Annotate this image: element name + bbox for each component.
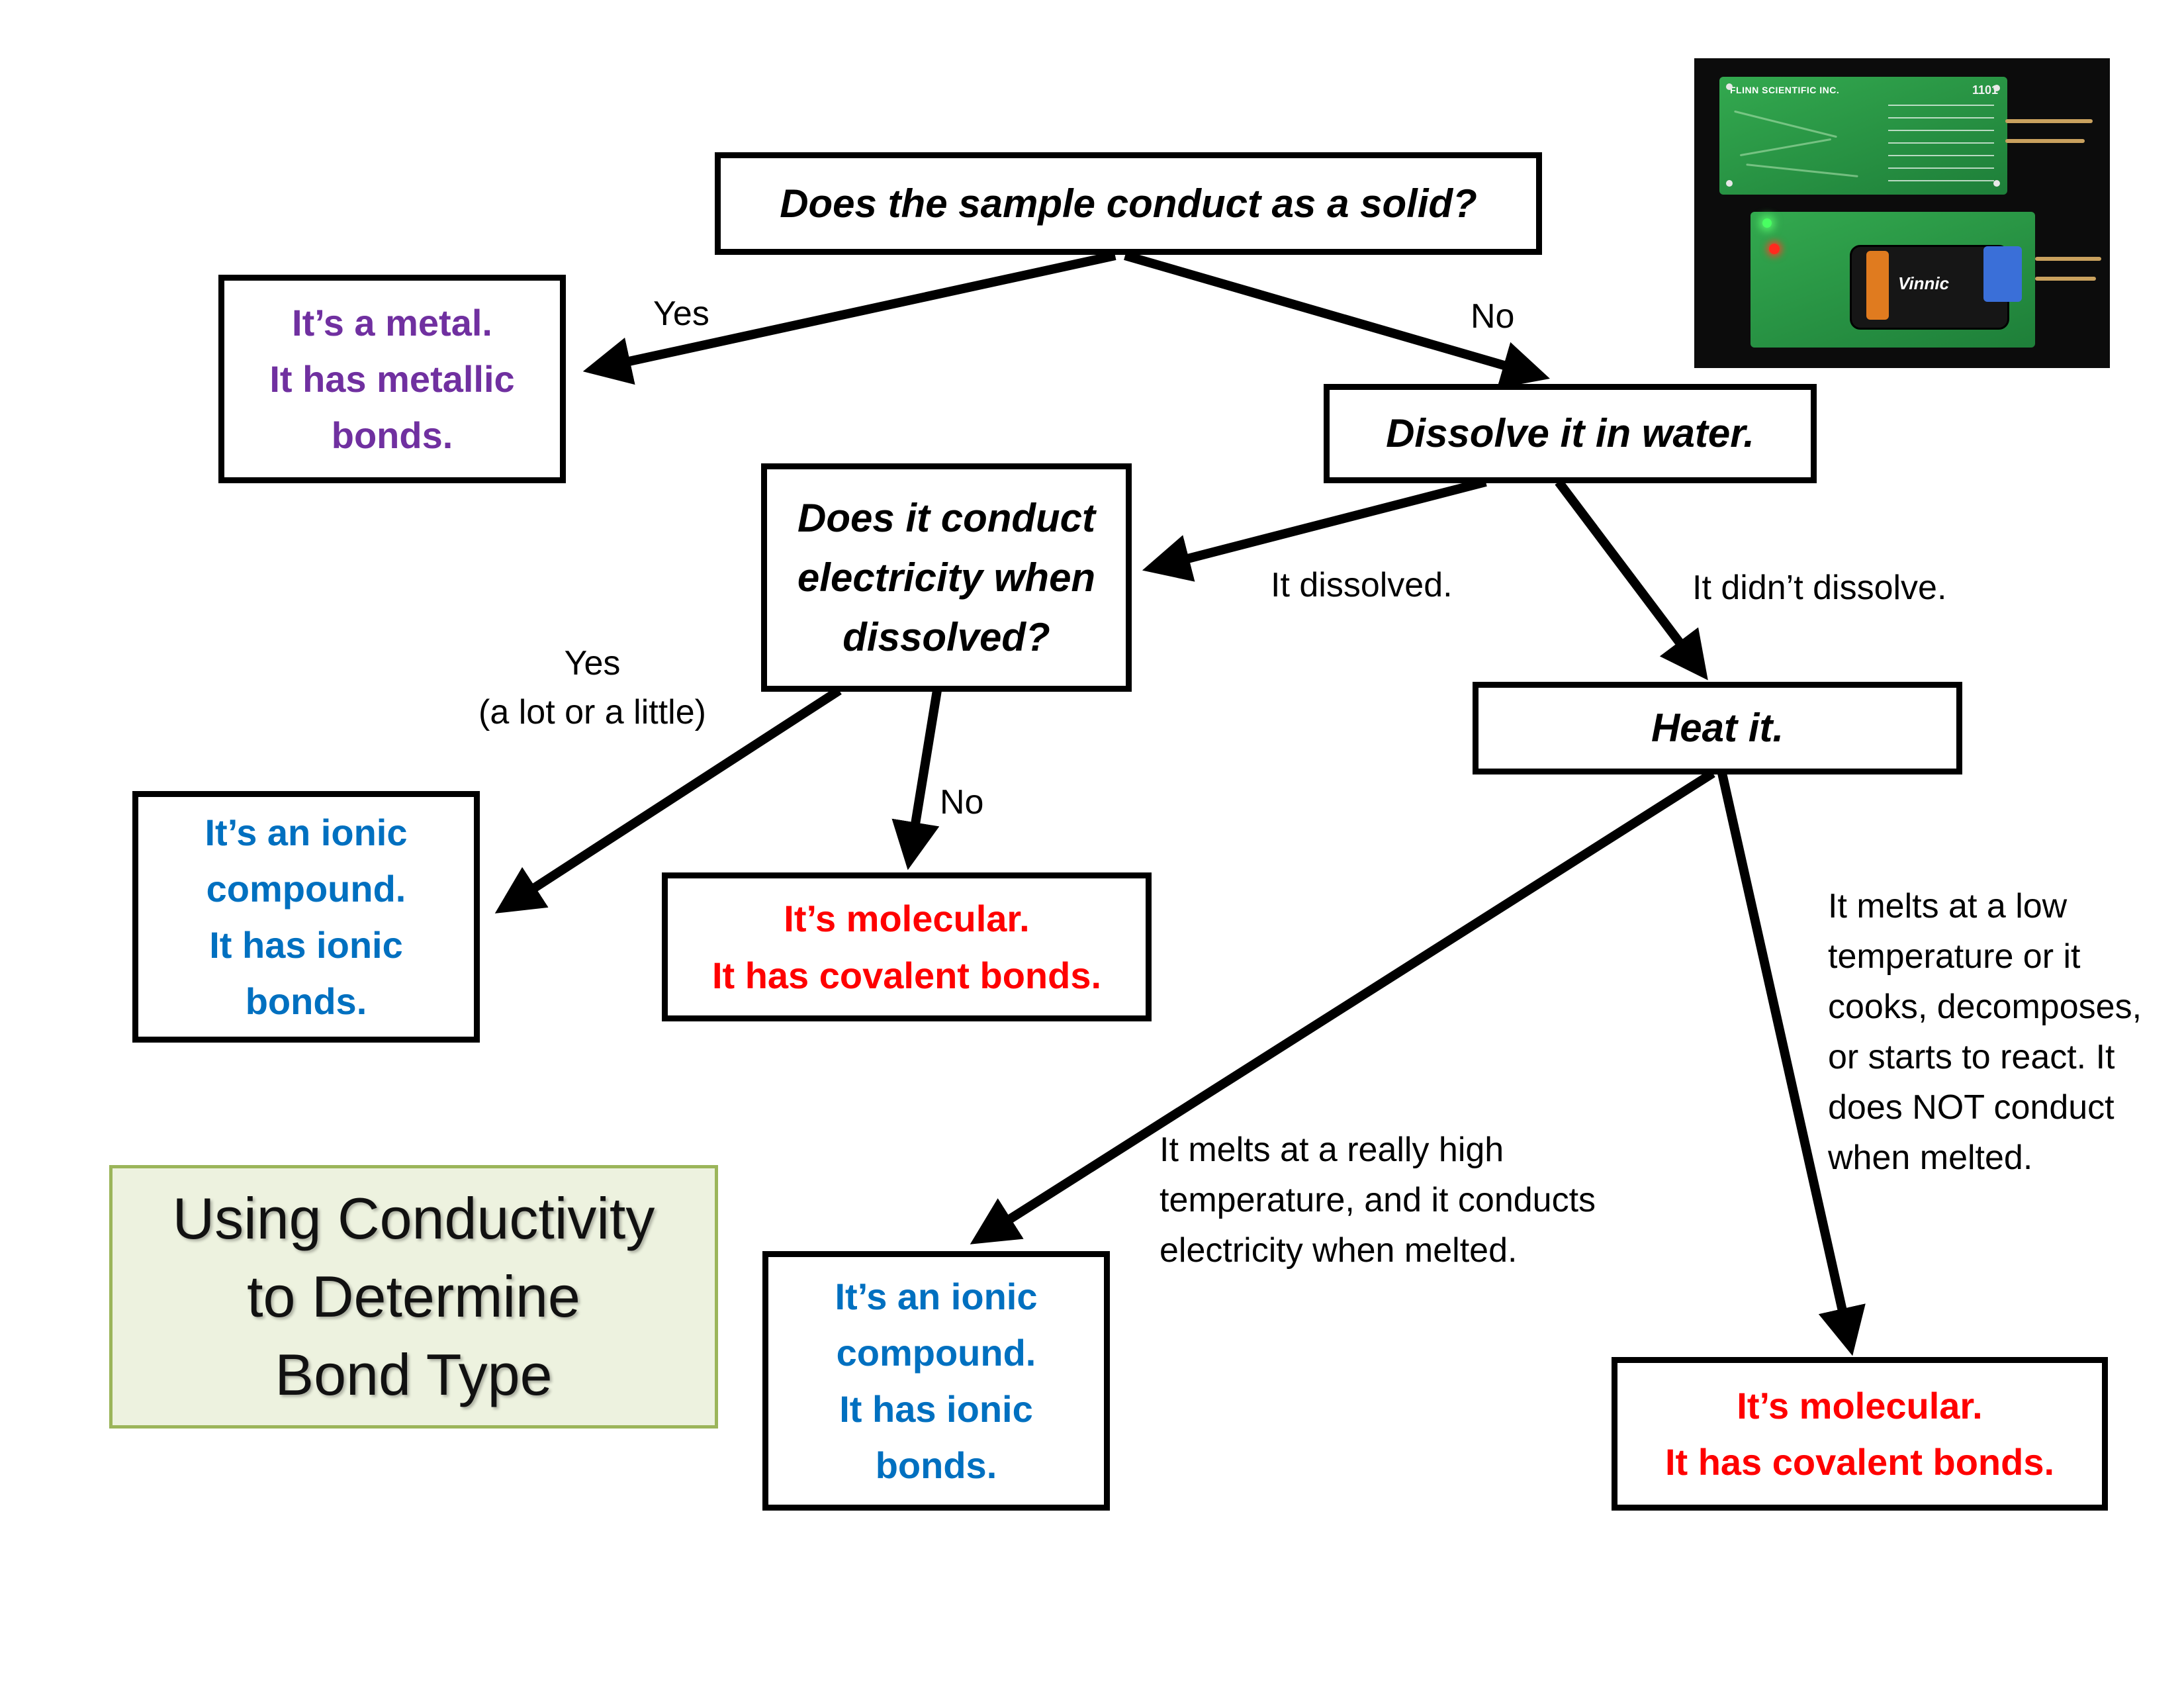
conductivity-tester-photo: FLINN SCIENTIFIC INC. 1101 Vinnic <box>1694 58 2110 368</box>
tester-top-board: FLINN SCIENTIFIC INC. 1101 <box>1719 77 2007 195</box>
battery-brand-text: Vinnic <box>1898 273 1950 293</box>
red-led <box>1769 244 1780 254</box>
label-yes-conducts: Yes (a lot or a little) <box>478 644 706 731</box>
node-question-conduct-dissolved-text: Does it conduct electricity when dissolv… <box>797 495 1096 659</box>
board-number-text: 1101 <box>1972 83 1998 97</box>
node-metal-result: It’s a metal. It has metallic bonds. <box>218 275 566 483</box>
node-dissolve-instruction: Dissolve it in water. <box>1324 384 1817 483</box>
battery-band <box>1866 251 1889 320</box>
tester-bottom-board: Vinnic <box>1751 212 2035 348</box>
label-not-dissolved: It didn’t dissolve. <box>1692 569 1947 607</box>
label-no-solid: No <box>1471 297 1515 336</box>
diagram-title: Using Conductivity to Determine Bond Typ… <box>172 1186 655 1407</box>
board-screw <box>1726 83 1733 90</box>
label-melts-high: It melts at a really high temperature, a… <box>1160 1131 1596 1270</box>
electrode-pin <box>2035 277 2096 281</box>
board-screw <box>1993 180 2000 187</box>
pcb-trace <box>1739 138 1832 157</box>
arrow-conducts-no <box>891 689 942 870</box>
node-metal-result-text: It’s a metal. It has metallic bonds. <box>269 301 515 457</box>
label-dissolved: It dissolved. <box>1271 566 1453 604</box>
node-question-conduct-solid-text: Does the sample conduct as a solid? <box>780 181 1477 226</box>
battery: Vinnic <box>1850 245 2009 330</box>
board-screw <box>1726 180 1733 187</box>
arrow-dissolved <box>1142 477 1487 582</box>
electrode-pin <box>2035 257 2101 261</box>
arrow-melts-low <box>1717 772 1866 1356</box>
node-ionic-result-bottom: It’s an ionic compound. It has ionic bon… <box>762 1251 1110 1511</box>
electrode-pin <box>2005 119 2093 123</box>
pcb-trace <box>1734 110 1837 138</box>
battery-clip <box>1983 246 2022 302</box>
board-brand-text: FLINN SCIENTIFIC INC. <box>1730 85 1840 95</box>
node-dissolve-instruction-text: Dissolve it in water. <box>1386 411 1754 455</box>
arrow-solid-no <box>1124 251 1550 389</box>
node-molecular-result-right-text: It’s molecular. It has covalent bonds. <box>1664 1384 2055 1483</box>
green-led <box>1762 218 1772 228</box>
diagram-title-box: Using Conductivity to Determine Bond Typ… <box>109 1165 718 1429</box>
node-question-conduct-dissolved: Does it conduct electricity when dissolv… <box>761 463 1132 692</box>
label-no-conducts: No <box>940 783 984 821</box>
node-molecular-result-mid: It’s molecular. It has covalent bonds. <box>662 872 1152 1021</box>
arrow-solid-yes <box>582 251 1116 385</box>
label-melts-low: It melts at a low temperature or it cook… <box>1828 887 2142 1177</box>
arrow-melts-high <box>970 769 1715 1244</box>
node-heat-instruction: Heat it. <box>1473 682 1962 774</box>
label-yes-solid: Yes <box>653 295 709 333</box>
node-molecular-result-mid-text: It’s molecular. It has covalent bonds. <box>711 898 1102 996</box>
pcb-trace <box>1746 164 1858 177</box>
board-reference-chart <box>1888 105 1994 184</box>
node-ionic-result-bottom-text: It’s an ionic compound. It has ionic bon… <box>835 1275 1038 1487</box>
node-heat-instruction-text: Heat it. <box>1651 706 1784 750</box>
board-screw <box>1993 85 2000 91</box>
arrow-conducts-yes <box>494 686 842 914</box>
node-molecular-result-right: It’s molecular. It has covalent bonds. <box>1612 1357 2108 1511</box>
node-ionic-result-left-text: It’s an ionic compound. It has ionic bon… <box>205 811 408 1023</box>
node-question-conduct-solid: Does the sample conduct as a solid? <box>715 152 1542 255</box>
electrode-pin <box>2005 139 2085 143</box>
arrow-not-dissolved <box>1555 479 1708 680</box>
node-ionic-result-left: It’s an ionic compound. It has ionic bon… <box>132 791 480 1043</box>
